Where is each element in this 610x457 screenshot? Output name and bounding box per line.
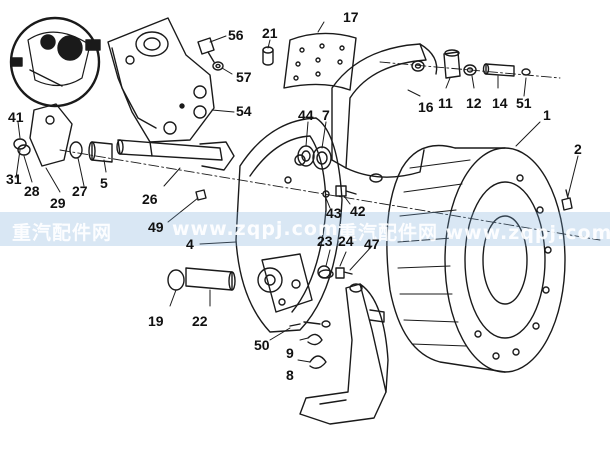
small-bushing (262, 46, 274, 66)
callout-19: 19 (148, 313, 164, 329)
anchor-pin-set (411, 49, 531, 79)
anchor-pin (167, 267, 236, 291)
callout-11: 11 (438, 95, 453, 111)
callout-24: 24 (338, 233, 354, 249)
callout-42: 42 (350, 203, 366, 219)
brake-drum (386, 144, 566, 373)
callout-56: 56 (228, 27, 244, 43)
watermark-text-left: 重汽配件网 (12, 222, 113, 244)
callout-26: 26 (142, 191, 158, 207)
callout-47: 47 (364, 236, 380, 252)
callout-21: 21 (262, 25, 278, 41)
callout-2: 2 (574, 141, 582, 157)
callout-50: 50 (254, 337, 270, 353)
callout-29: 29 (50, 195, 66, 211)
bolt-and-nut (197, 37, 224, 71)
callout-23: 23 (317, 233, 333, 249)
pin-washer-set (317, 265, 353, 279)
callout-28: 28 (24, 183, 40, 199)
callout-44: 44 (298, 107, 314, 123)
seal-and-bushing (297, 145, 332, 170)
brake-lining (283, 32, 357, 91)
callout-8: 8 (286, 367, 294, 383)
spring-and-clip (289, 320, 331, 369)
callout-22: 22 (192, 313, 208, 329)
callout-57: 57 (236, 69, 252, 85)
mounting-bracket (107, 17, 215, 143)
callout-5: 5 (100, 175, 108, 191)
callout-43: 43 (326, 205, 342, 221)
callout-1: 1 (543, 107, 551, 123)
callout-49: 49 (148, 219, 164, 235)
upper-brake-shoe (331, 43, 438, 183)
callout-31: 31 (6, 171, 22, 187)
callout-4: 4 (186, 236, 194, 252)
callout-12: 12 (466, 95, 482, 111)
detail-circle (9, 16, 101, 108)
backing-plate (235, 117, 343, 333)
wheel-bolt (561, 189, 573, 211)
axis-line (59, 61, 601, 241)
watermark-text-middle: www.zqpj.com (172, 218, 339, 240)
watermark-band (0, 212, 610, 246)
callout-16: 16 (418, 99, 434, 115)
callout-51: 51 (516, 95, 532, 111)
callout-54: 54 (236, 103, 252, 119)
camshaft (116, 139, 235, 171)
lower-brake-shoe (299, 283, 389, 425)
callout-41: 41 (8, 109, 24, 125)
watermark-text-right: 重汽配件网 www.zqpj.com (338, 222, 610, 244)
callout-9: 9 (286, 345, 294, 361)
small-bolts (195, 185, 357, 201)
callout-14: 14 (492, 95, 508, 111)
slack-adjuster (13, 103, 113, 167)
callout-17: 17 (343, 9, 359, 25)
leader-lines (15, 21, 579, 363)
callout-27: 27 (72, 183, 88, 199)
callout-7: 7 (322, 107, 330, 123)
